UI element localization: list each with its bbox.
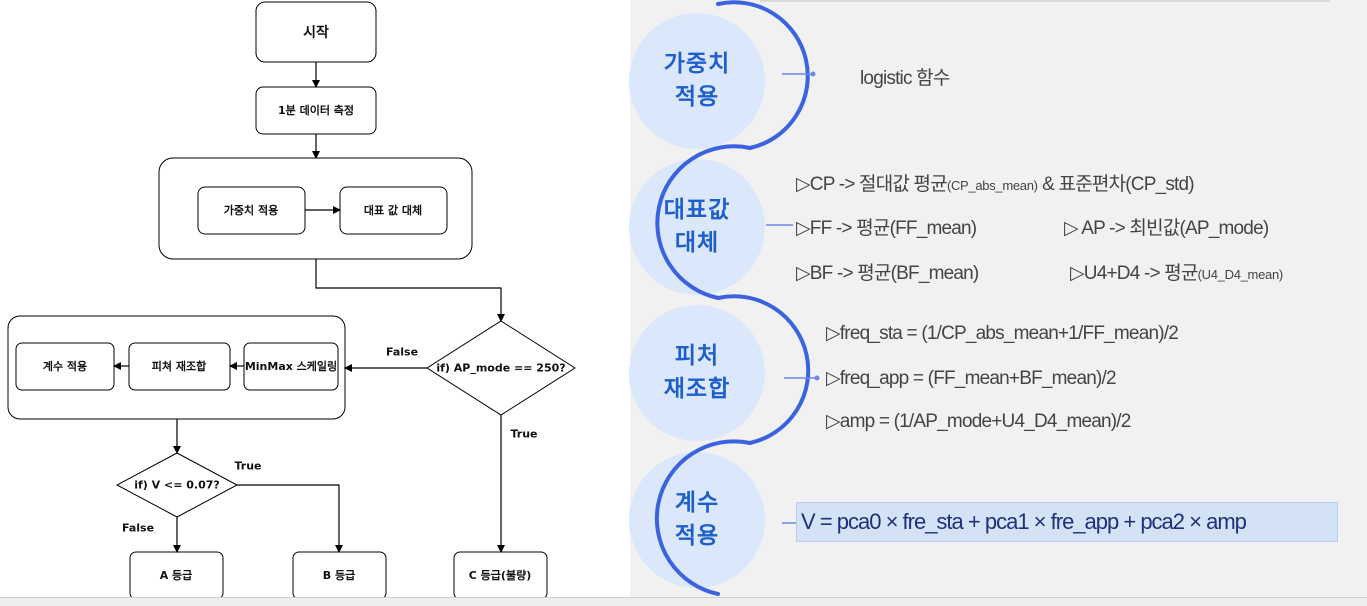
replace-cp-std: & 표준편차(CP_std) (1037, 174, 1194, 195)
step-circle-line2: 대체 (674, 230, 720, 256)
replace-u4-line: ▷U4+D4 -> 평균(U4_D4_mean) (1070, 258, 1283, 285)
connector-dot (810, 71, 816, 77)
replace-u4-text: ▷U4+D4 -> 평균 (1070, 263, 1198, 284)
step-circle-line2: 적용 (674, 523, 720, 549)
final-formula: V = pca0 × fre_sta + pca1 × fre_app + pc… (796, 502, 1338, 542)
step-circle-coef: 계수 적용 (629, 452, 765, 588)
bottom-strip (0, 597, 1367, 606)
recombine-label: 피쳐 재조합 (151, 360, 207, 373)
arc-weight (716, 0, 810, 150)
top-divider (760, 0, 1330, 2)
replace-cp-text: ▷CP -> 절대값 평균 (796, 174, 948, 195)
step-circle-replace: 대표값 대체 (629, 159, 765, 295)
step-circle-line2: 재조합 (663, 376, 731, 402)
replace-ap-line: ▷ AP -> 최빈값(AP_mode) (1064, 218, 1269, 239)
true-label-v: True (234, 459, 262, 473)
minmax-label: MinMax 스케일링 (244, 360, 338, 373)
step-circle-line1: 가중치 (663, 51, 731, 77)
arrow-v-true (237, 484, 343, 553)
apply-weight-label: 가중치 적용 (223, 204, 279, 217)
step-connectors (654, 0, 820, 596)
feature-amp: ▷amp = (1/AP_mode+U4_D4_mean)/2 (826, 411, 1131, 432)
step-circle-features: 피처 재조합 (629, 305, 765, 441)
replace-ff-line: ▷FF -> 평균(FF_mean) (796, 218, 977, 239)
arc-coef (654, 439, 752, 596)
replace-cp-sub: (CP_abs_mean) (946, 178, 1038, 193)
step-circle-weight: 가중치 적용 (629, 13, 765, 149)
step-circle-line1: 계수 (674, 490, 720, 516)
connector-dot (814, 375, 820, 381)
arrow-group-to-decision (315, 259, 505, 322)
flowchart (7, 1, 576, 600)
replace-u4-sub: (U4_D4_mean) (1197, 267, 1284, 282)
true-label-ap: True (510, 427, 538, 441)
v-decision-label: if) V <= 0.07? (134, 478, 220, 492)
grade-b-label: B 등급 (322, 569, 356, 582)
measure-label: 1분 데이터 측정 (277, 104, 355, 117)
replace-rep-label: 대표 값 대체 (363, 204, 423, 217)
false-label-ap: False (385, 345, 419, 359)
ap-decision-label: if) AP_mode == 250? (436, 361, 566, 375)
grade-c-label: C 등급(불량) (468, 569, 532, 582)
replace-cp-line: ▷CP -> 절대값 평균(CP_abs_mean) & 표준편차(CP_std… (796, 169, 1195, 196)
feature-freq-sta: ▷freq_sta = (1/CP_abs_mean+1/FF_mean)/2 (826, 323, 1179, 344)
step-circle-line1: 피처 (674, 343, 720, 369)
coef-label: 계수 적용 (42, 360, 88, 373)
weight-text: logistic 함수 (860, 68, 950, 89)
grade-a-label: A 등급 (159, 569, 193, 582)
replace-bf-line: ▷BF -> 평균(BF_mean) (796, 263, 979, 284)
feature-freq-app: ▷freq_app = (FF_mean+BF_mean)/2 (826, 368, 1117, 389)
step-circle-line1: 대표값 (663, 197, 731, 223)
false-label-v: False (121, 521, 155, 535)
arc-replace (655, 144, 752, 300)
start-label: 시작 (303, 25, 329, 41)
step-circle-line2: 적용 (674, 84, 720, 110)
arc-features (716, 294, 811, 445)
